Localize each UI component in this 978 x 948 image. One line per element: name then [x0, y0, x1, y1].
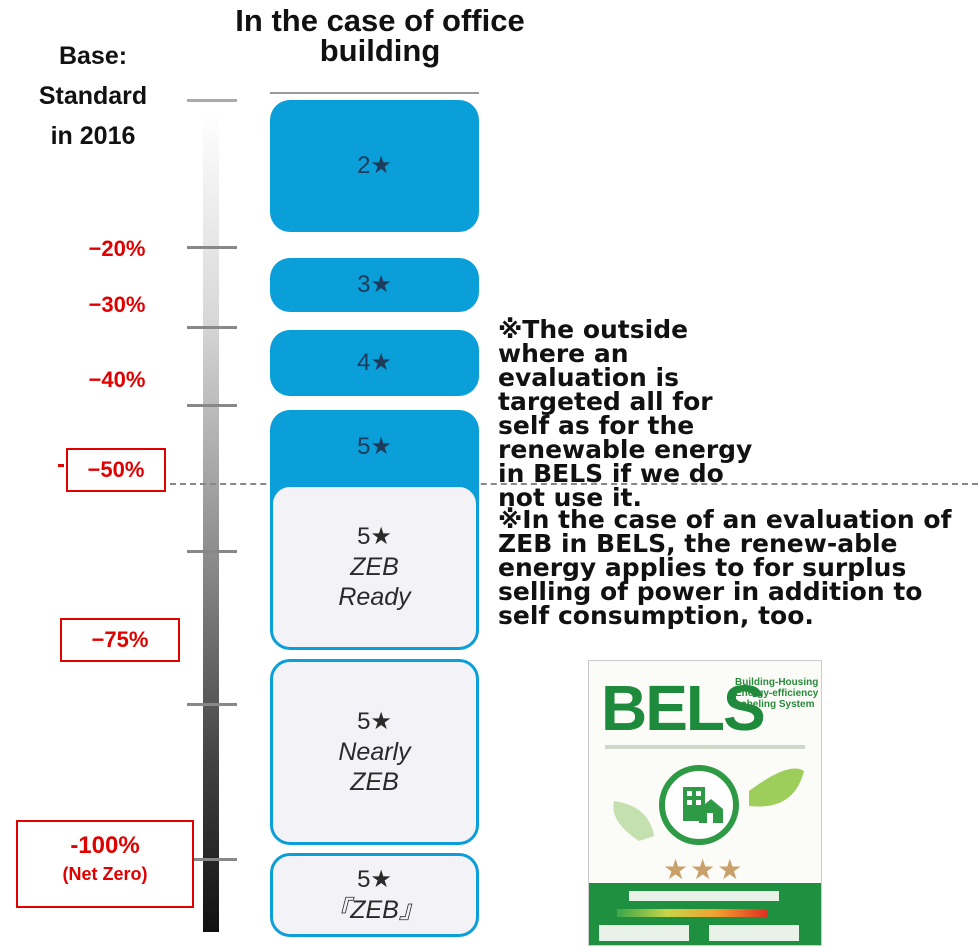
rating-label: 5★ — [357, 433, 392, 460]
bels-energy-panel — [589, 883, 821, 945]
scale-tick-30 — [187, 326, 237, 329]
pct-label-20: −20% — [88, 236, 146, 261]
pct-label-40: −40% — [88, 367, 146, 392]
scale-tick-base — [187, 99, 237, 102]
zeb-separator-line — [170, 483, 978, 485]
base-label-3: in 2016 — [50, 122, 136, 150]
rating-label: 5★ — [357, 866, 392, 893]
pct-label-50-fragment — [58, 464, 64, 467]
leaf-decoration-icon — [613, 768, 804, 841]
rating-label: 2★ — [357, 152, 392, 179]
note-self-consumption: ※The outside where an evaluation is targ… — [498, 315, 753, 512]
rating-sub-label: Nearly ZEB — [338, 738, 411, 796]
pct-label-50: −50% — [66, 448, 166, 492]
pct-label-30: −30% — [88, 292, 146, 317]
bels-logo: BELS — [601, 672, 766, 744]
scale-tick-20 — [187, 246, 237, 249]
base-label-2: Standard — [38, 82, 148, 110]
box-column-top-line — [270, 92, 479, 94]
bels-subtitle-bar — [605, 745, 805, 749]
pct-label-100: -100% — [70, 832, 140, 859]
bels-energy-bar — [617, 909, 767, 917]
diagram-title: In the case of office building — [235, 3, 525, 68]
rating-label: 5★ — [357, 708, 392, 735]
net-zero-label: (Net Zero) — [62, 864, 148, 884]
rating-label: 4★ — [357, 349, 392, 376]
scale-tick-60 — [187, 550, 237, 553]
bels-label-image: BELS Building-Housing Energy-efficiency … — [588, 660, 822, 946]
scale-tick-100 — [187, 858, 237, 861]
scale-tick-80 — [187, 703, 237, 706]
scale-tick-40 — [187, 404, 237, 407]
rating-box-zeb: 5★ 『ZEB』 — [270, 853, 479, 937]
rating-label: 5★ — [357, 523, 392, 550]
rating-box-nearly-zeb: 5★ Nearly ZEB — [270, 659, 479, 845]
bels-stars: ★★★ — [663, 854, 745, 885]
building-icon — [659, 765, 739, 845]
pct-label-100-box: -100% (Net Zero) — [16, 820, 194, 908]
rating-label: 3★ — [357, 271, 392, 298]
base-label-1: Base: — [58, 42, 128, 70]
note-zeb-evaluation: ※In the case of an evaluation of ZEB in … — [498, 505, 952, 630]
rating-box-4star: 4★ — [270, 330, 479, 396]
rating-box-2star: 2★ — [270, 100, 479, 232]
rating-sub-label: 『ZEB』 — [325, 896, 424, 924]
rating-sub-label: ZEB Ready — [338, 553, 411, 611]
reduction-scale-bar — [203, 112, 219, 932]
bels-system-name: Building-Housing Energy-efficiency Label… — [735, 677, 819, 710]
rating-box-zeb-ready: 5★ ZEB Ready — [270, 484, 479, 650]
pct-label-75: −75% — [60, 618, 180, 662]
rating-box-3star: 3★ — [270, 258, 479, 312]
